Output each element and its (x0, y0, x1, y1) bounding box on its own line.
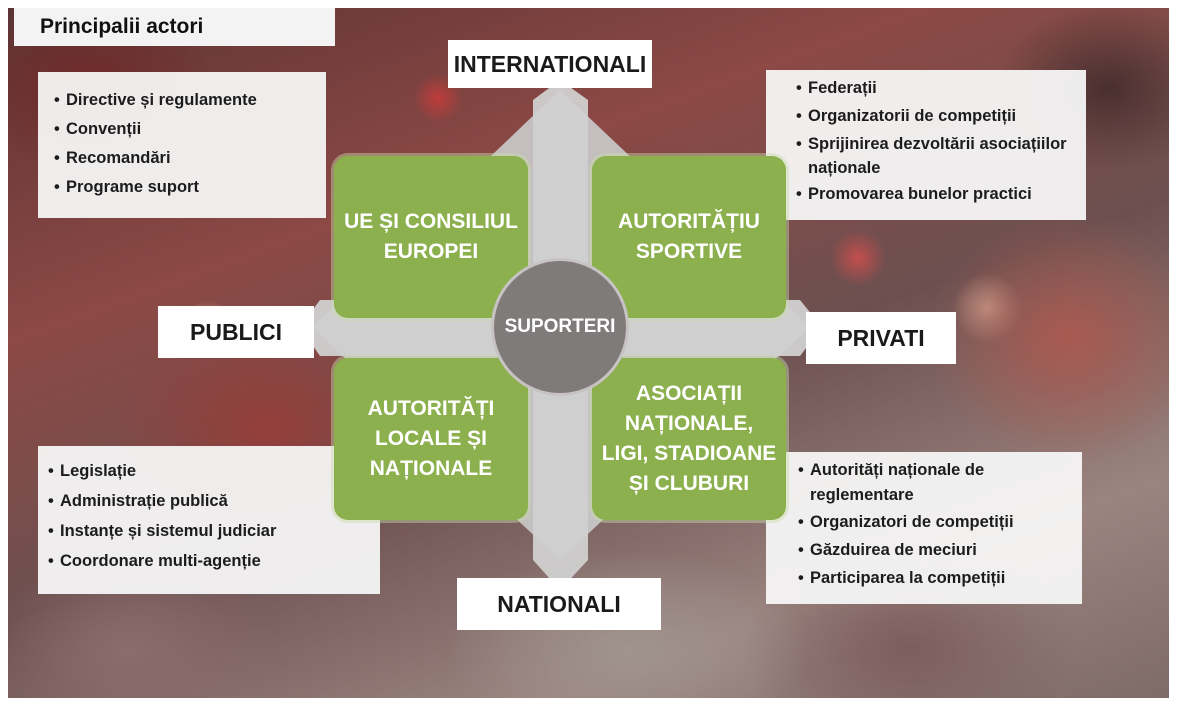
list-item: Organizatori de competiții (798, 508, 1072, 536)
list-item: Organizatorii de competiții (796, 102, 1076, 130)
box-top-right: Federații Organizatorii de competiții Sp… (766, 70, 1086, 220)
axis-label-left: PUBLICI (158, 306, 314, 358)
list-item: Administrație publică (48, 486, 370, 516)
box-bottom-left: Legislație Administrație publică Instanț… (38, 446, 380, 594)
list-item: Găzduirea de meciuri (798, 536, 1072, 564)
list-item: Coordonare multi-agenție (48, 546, 370, 576)
list-item: Programe suport (54, 173, 314, 202)
list-item: Directive și regulamente (54, 86, 314, 115)
list-item: Federații (796, 74, 1076, 102)
box-bottom-right: Autorități naționale de reglementare Org… (766, 452, 1082, 604)
quadrant-bottom-left: AUTORITĂȚI LOCALE ȘI NAȚIONALE (334, 358, 528, 520)
quadrant-top-left: UE ȘI CONSILIUL EUROPEI (334, 156, 528, 318)
list-item: Instanțe și sistemul judiciar (48, 516, 370, 546)
axis-label-bottom: NATIONALI (457, 578, 661, 630)
list-item: Convenții (54, 115, 314, 144)
box-top-left: Directive și regulamente Convenții Recom… (38, 72, 326, 218)
quadrant-top-right: AUTORITĂȚIU SPORTIVE (592, 156, 786, 318)
list-item: Promovarea bunelor practici (796, 180, 1076, 208)
quadrant-bottom-right: ASOCIAȚII NAȚIONALE, LIGI, STADIOANE ȘI … (592, 358, 786, 520)
list-item: Recomandări (54, 144, 314, 173)
center-circle: SUPORTERI (491, 258, 629, 396)
list-item: Autorități naționale de reglementare (798, 456, 1072, 508)
page-title: Principalii actori (14, 8, 335, 46)
axis-label-right: PRIVATI (806, 312, 956, 364)
axis-label-top: INTERNATIONALI (448, 40, 652, 88)
list-item: Sprijinirea dezvoltării asociațiilor naț… (796, 130, 1076, 180)
list-item: Participarea la competiții (798, 564, 1072, 592)
list-item: Legislație (48, 456, 370, 486)
